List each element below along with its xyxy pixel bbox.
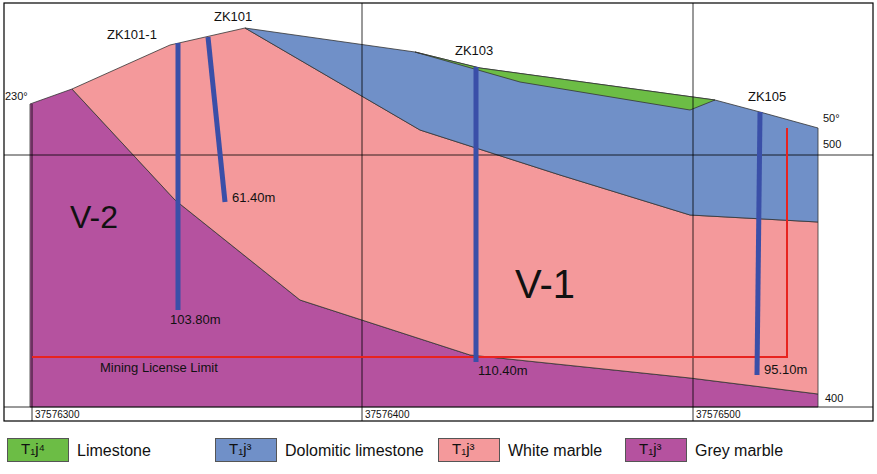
formation-code: T₁j³ [229,441,252,458]
orientation-label: 230° [5,90,28,102]
grid-line [362,3,363,421]
drill-name: ZK105 [748,90,786,104]
dolomite-body [245,28,818,222]
limit-label: Mining License Limit [100,361,218,375]
grid-line [693,3,694,421]
coordinate-label: 37576400 [365,409,410,420]
orientation-label: 50° [823,112,840,124]
grid-line [32,104,33,421]
white-marble-body [72,28,818,394]
orebody-label: V-1 [515,262,575,306]
elevation-label: 500 [823,138,841,150]
depth-label: 103.80m [170,313,221,327]
elevation-label: 400 [825,392,843,404]
drill-hole [474,67,479,362]
depth-label: 110.40m [478,364,528,378]
legend-text: Grey marble [695,442,783,460]
coordinate-label: 37576500 [696,409,741,420]
drill-hole [208,37,225,202]
orebody-label: V-2 [70,200,118,235]
drill-name: ZK101-1 [107,28,157,42]
depth-label: 95.10m [764,363,807,377]
depth-label: 61.40m [232,191,275,205]
drill-name: ZK103 [455,44,493,58]
legend-text: Dolomitic limestone [285,442,424,460]
grid-line [4,407,873,408]
frame [4,3,873,421]
drill-hole [757,112,760,375]
legend-text: White marble [508,442,602,460]
coordinate-label: 37576300 [35,409,80,420]
drill-name: ZK101 [214,10,252,24]
limestone-body [415,52,715,110]
license-limit [32,128,787,357]
formation-code: T₁j³ [639,441,662,458]
grid-line [4,155,873,156]
legend-text: Limestone [77,442,151,460]
formation-code: T₁j⁴ [21,441,45,458]
formation-code: T₁j³ [452,441,475,458]
drill-hole [176,43,181,310]
